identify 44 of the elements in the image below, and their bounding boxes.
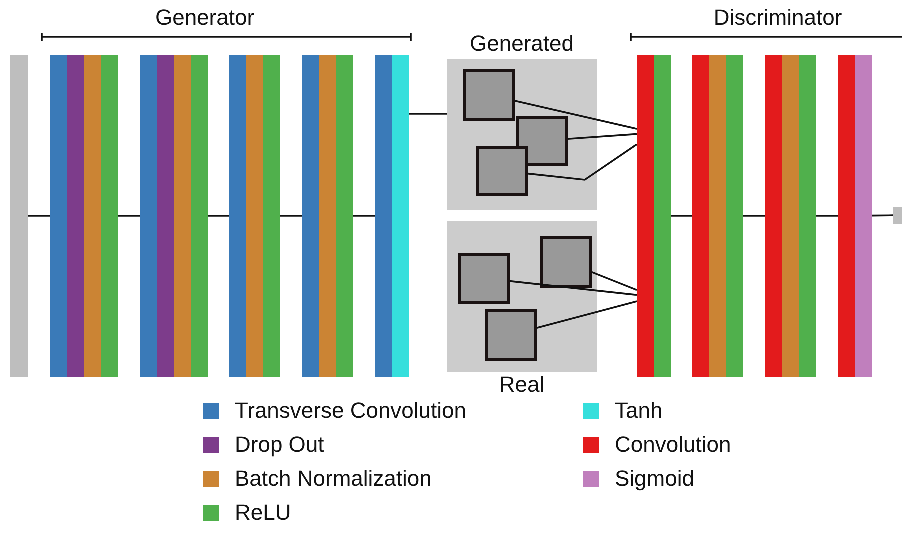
image-tile [476,146,528,196]
image-tile [540,236,592,288]
legend-label: Batch Normalization [235,468,432,490]
connector-line [409,113,447,115]
connector-line [743,215,765,217]
legend-label: Sigmoid [615,468,694,490]
image-tile [516,116,568,166]
connector-line [28,215,50,217]
legend-label: ReLU [235,502,292,524]
layer-stack [765,55,816,377]
connector-line [514,100,638,130]
layer-stack [692,55,743,377]
connector-line [510,280,638,296]
legend-label: Tanh [615,400,663,422]
connector-line [592,272,638,292]
legend-label: Transverse Convolution [235,400,467,422]
legend-label: Convolution [615,434,732,456]
connector-line [208,215,229,217]
panel-title: Generated [469,33,575,55]
connector-line [536,300,638,329]
layer-stack [50,55,118,377]
legend-label: Drop Out [235,434,324,456]
layer-stack [229,55,280,377]
connector-line [353,215,375,217]
image-tile [463,69,515,121]
output-block [893,207,902,224]
image-tile [458,253,510,304]
layer-stack [838,55,872,377]
connector-line [872,214,893,217]
image-tile [485,309,537,361]
connector-line [528,144,638,181]
connector-line [568,133,638,140]
connector-line [118,215,140,217]
input-bar [10,55,28,377]
layer-stack [637,55,671,377]
connector-line [816,215,838,217]
connector-line [671,215,692,217]
layer-stack [140,55,208,377]
layer-stack [302,55,353,377]
layer-stack [375,55,409,377]
section-heading: Generator [154,7,256,29]
section-heading: Discriminator [712,7,844,29]
panel-title: Real [498,374,546,396]
connector-line [280,215,302,217]
